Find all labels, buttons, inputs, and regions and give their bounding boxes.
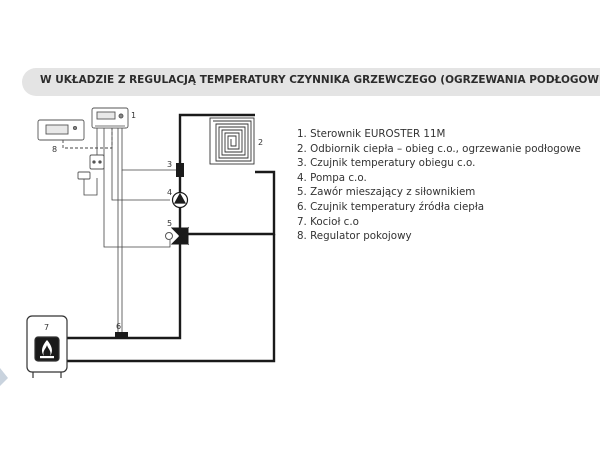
label-room-regulator: 8 xyxy=(52,145,57,154)
legend-list: 1. Sterownik EUROSTER 11M 2. Odbiornik c… xyxy=(297,127,581,244)
mixing-valve xyxy=(165,226,190,246)
controller xyxy=(91,107,129,129)
legend-item-controller: 1. Sterownik EUROSTER 11M xyxy=(297,128,446,140)
power-socket xyxy=(77,154,105,180)
heat-receiver xyxy=(209,117,255,165)
legend-item-boiler: 7. Kocioł c.o xyxy=(297,215,359,228)
title-banner xyxy=(22,68,600,96)
wire-plug xyxy=(83,178,98,196)
legend-item-heat-receiver: 2. Odbiornik ciepła – obieg c.o., ogrzew… xyxy=(297,142,581,155)
label-boiler: 7 xyxy=(44,323,49,332)
pump xyxy=(171,191,189,209)
label-mixing-valve: 5 xyxy=(167,219,172,228)
wire-pump xyxy=(111,128,170,201)
wiring xyxy=(83,124,176,334)
receiver-return-pipe xyxy=(188,170,276,236)
legend-item-source-sensor: 6. Czujnik temperatury źródła ciepła xyxy=(297,200,485,213)
label-controller: 1 xyxy=(131,111,136,120)
wire-valve xyxy=(103,128,171,248)
wire-room-regulator xyxy=(62,128,113,149)
source-sensor xyxy=(115,332,128,339)
label-source-sensor: 6 xyxy=(116,322,121,331)
boiler-return-pipe xyxy=(67,234,276,363)
circuit-sensor xyxy=(176,163,184,177)
decorative-corner xyxy=(0,368,8,386)
room-regulator xyxy=(37,119,85,141)
label-pump: 4 xyxy=(167,188,172,197)
legend-item-circuit-sensor: 3. Czujnik temperatury obiegu c.o. xyxy=(297,157,476,170)
legend-item-mixing-valve: 5. Zawór mieszający z siłownikiem xyxy=(297,186,476,199)
legend-item-room-regulator: 8. Regulator pokojowy xyxy=(297,230,412,243)
boiler xyxy=(26,315,68,378)
diagram-title: W UKŁADZIE Z REGULACJĄ TEMPERATURY CZYNN… xyxy=(40,74,600,86)
label-circuit-sensor: 3 xyxy=(167,160,172,169)
legend-item-pump: 4. Pompa c.o. xyxy=(297,171,367,184)
label-heat-receiver: 2 xyxy=(258,138,263,147)
